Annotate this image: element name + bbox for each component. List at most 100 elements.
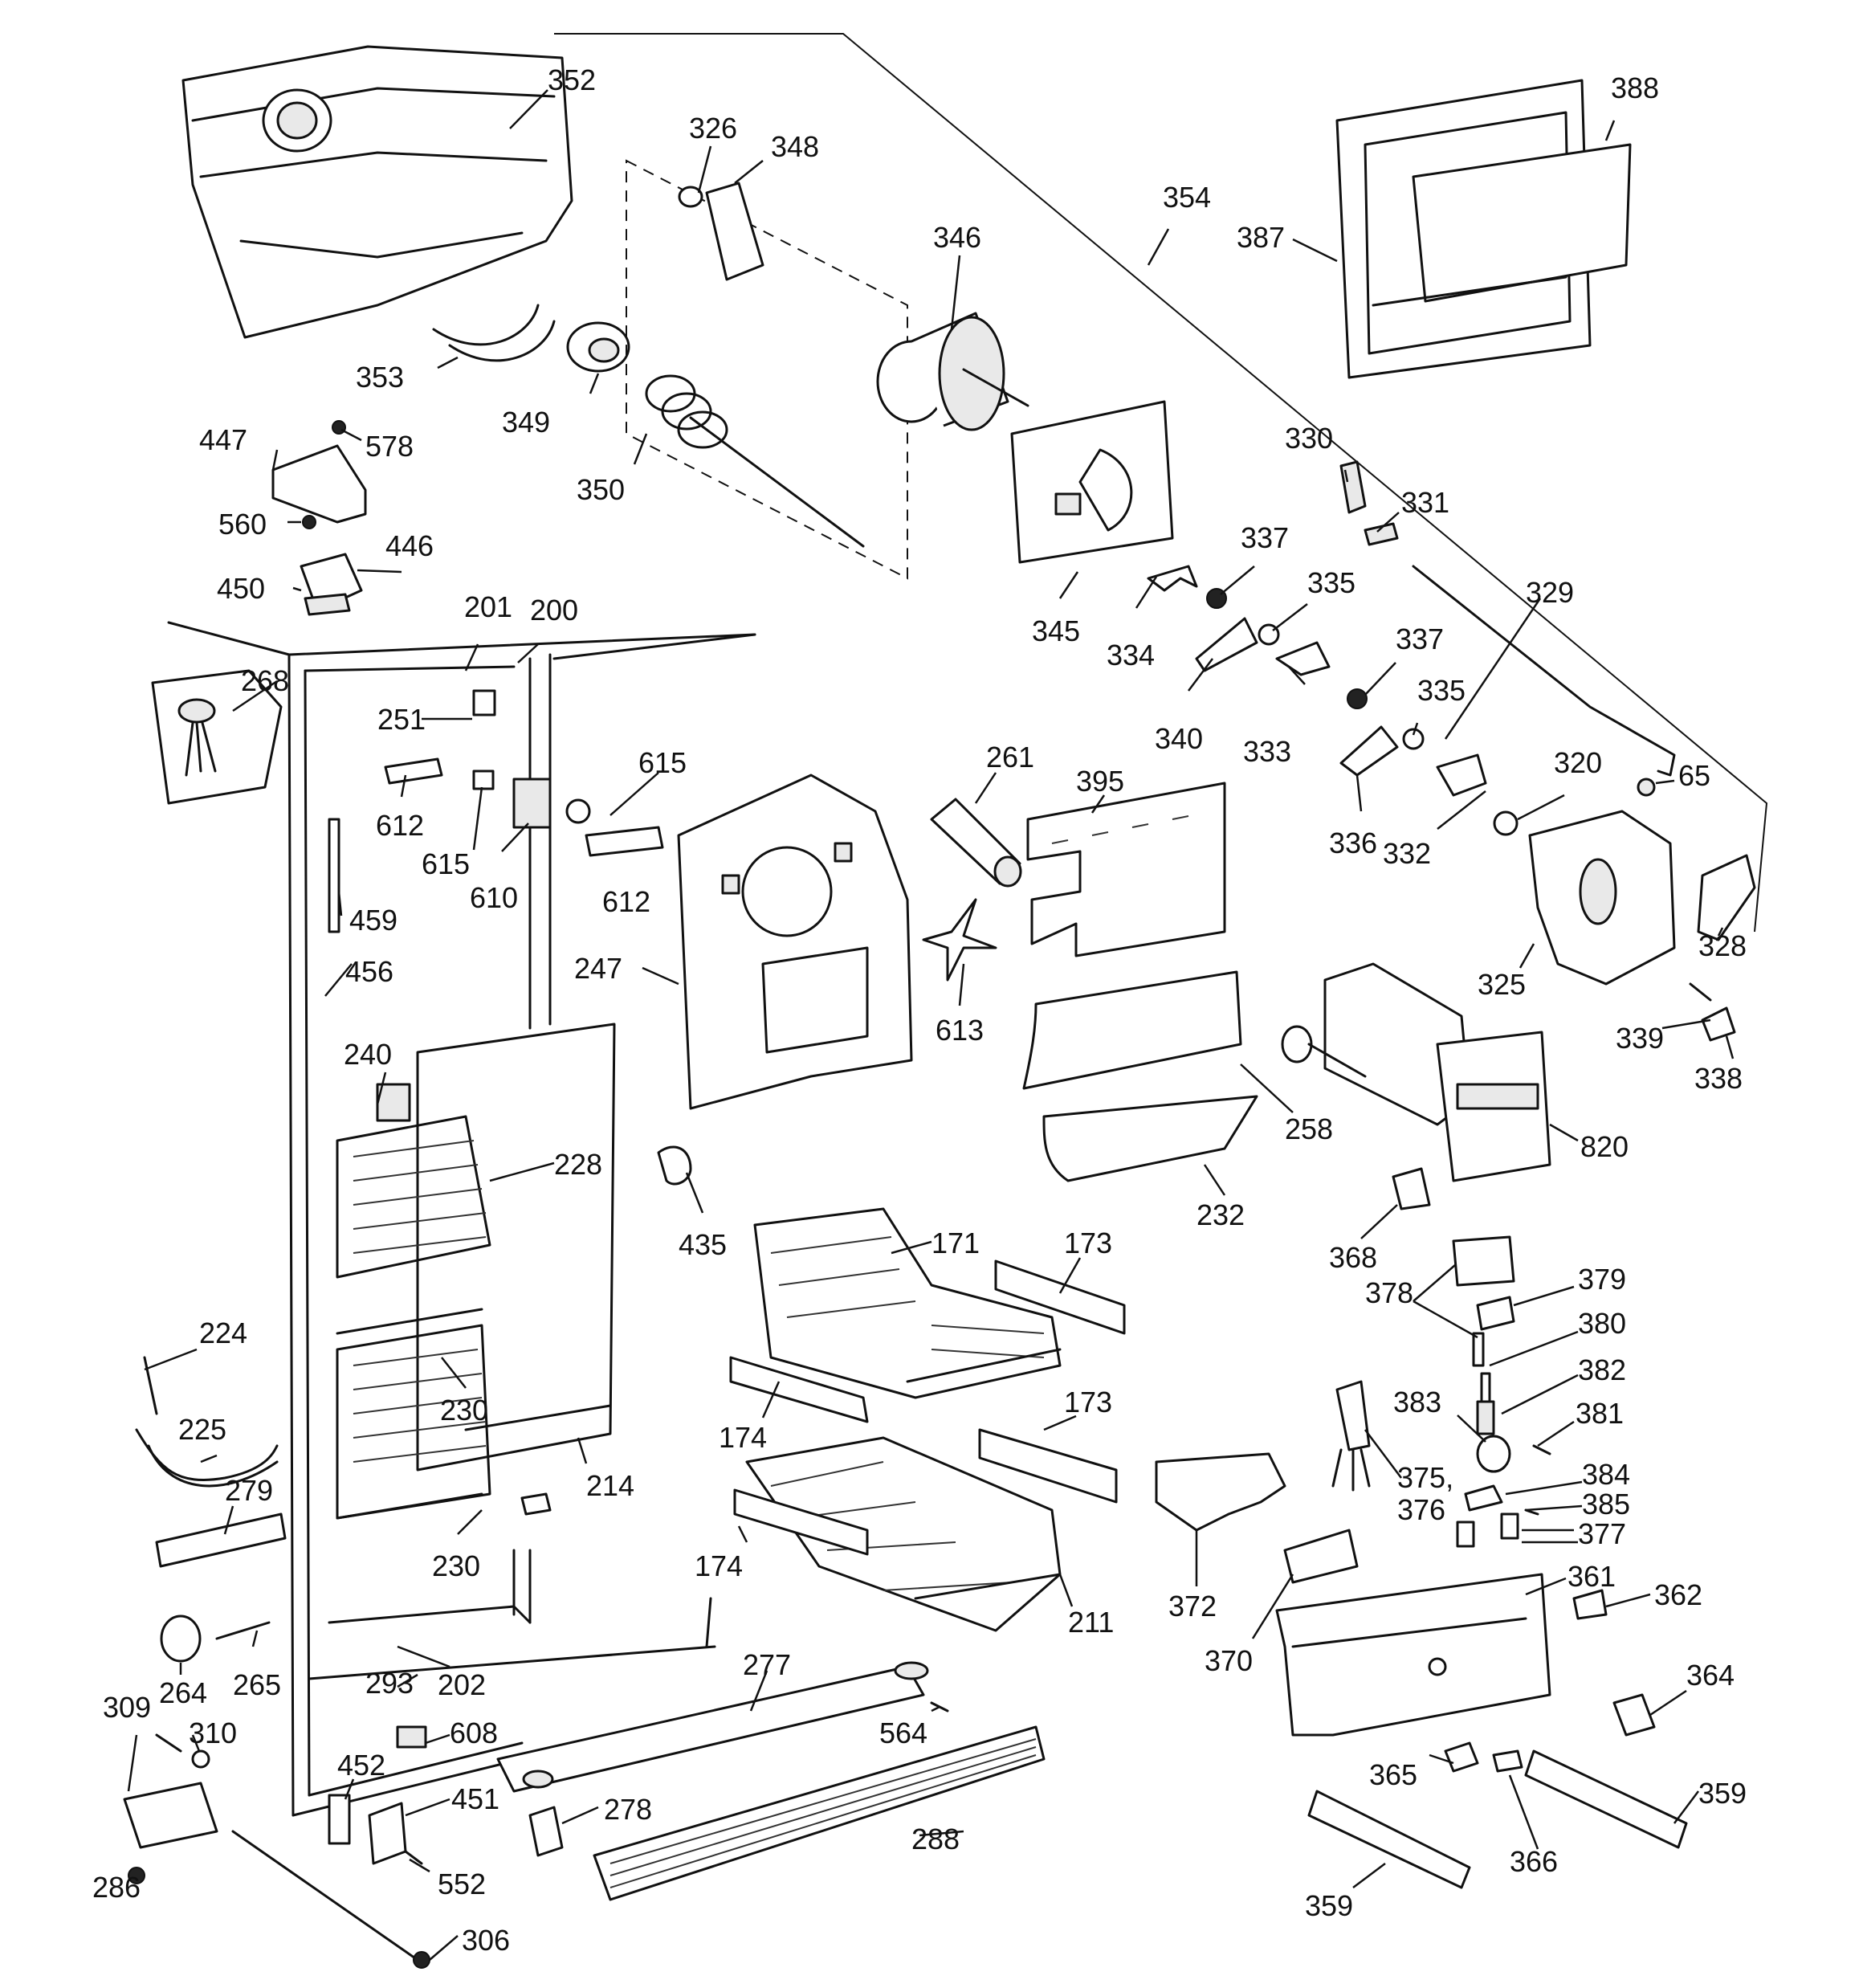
part-label-359b: 359 xyxy=(1305,1889,1353,1922)
part-label-354: 354 xyxy=(1163,181,1211,214)
part-label-339: 339 xyxy=(1616,1022,1664,1055)
part-label-326: 326 xyxy=(689,112,737,145)
part-label-353: 353 xyxy=(356,361,404,394)
part-label-338: 338 xyxy=(1694,1062,1743,1095)
basket-slides xyxy=(729,1259,1126,1556)
part-label-578: 578 xyxy=(365,430,414,463)
part-label-366: 366 xyxy=(1510,1845,1558,1878)
part-label-387: 387 xyxy=(1237,221,1285,254)
part-label-335b: 335 xyxy=(1417,674,1466,707)
part-label-337a: 337 xyxy=(1241,521,1289,554)
part-label-277: 277 xyxy=(743,1648,791,1681)
part-label-352: 352 xyxy=(548,63,596,96)
part-label-345: 345 xyxy=(1032,614,1080,647)
upper-freezer-basket xyxy=(753,1207,1062,1399)
part-label-201: 201 xyxy=(464,590,512,623)
part-label-310: 310 xyxy=(189,1717,237,1749)
part-label-378: 378 xyxy=(1365,1276,1413,1309)
part-label-372: 372 xyxy=(1168,1590,1217,1623)
part-label-459: 459 xyxy=(349,904,397,937)
part-label-286: 286 xyxy=(92,1871,141,1904)
part-label-362: 362 xyxy=(1654,1578,1702,1611)
part-label-388: 388 xyxy=(1611,71,1659,104)
control-housing-parts xyxy=(1155,1452,1688,1889)
bottom-hinge-parts xyxy=(123,1725,430,1969)
part-label-350: 350 xyxy=(577,473,625,506)
ice-crusher-drum xyxy=(876,312,1029,431)
part-number-labels: 352 326 348 346 354 388 387 353 349 350 … xyxy=(92,63,1747,1957)
ice-maker-linkage xyxy=(1147,460,1676,836)
part-label-247: 247 xyxy=(574,952,622,985)
part-label-380: 380 xyxy=(1578,1307,1626,1340)
part-label-368: 368 xyxy=(1329,1241,1377,1274)
part-label-251: 251 xyxy=(377,703,426,736)
part-label-452: 452 xyxy=(337,1749,385,1782)
part-label-230a: 230 xyxy=(440,1394,488,1427)
part-label-450: 450 xyxy=(217,572,265,605)
part-label-335a: 335 xyxy=(1307,566,1355,599)
part-label-214: 214 xyxy=(586,1469,634,1502)
duct-tube xyxy=(930,798,1022,888)
part-label-451: 451 xyxy=(451,1782,499,1815)
part-label-348: 348 xyxy=(771,130,819,163)
small-left-parts xyxy=(384,757,692,1516)
part-label-264: 264 xyxy=(159,1676,207,1709)
cover-panel xyxy=(1026,782,1226,957)
part-label-383: 383 xyxy=(1393,1386,1441,1419)
part-label-171: 171 xyxy=(932,1227,980,1259)
leader-lines xyxy=(127,89,1735,1961)
part-label-211: 211 xyxy=(1068,1606,1114,1639)
part-label-331: 331 xyxy=(1401,486,1449,519)
part-label-608: 608 xyxy=(450,1717,498,1749)
part-label-346: 346 xyxy=(933,221,981,254)
part-label-174b: 174 xyxy=(695,1549,743,1582)
drain-parts xyxy=(135,1356,287,1663)
part-label-336: 336 xyxy=(1329,827,1377,859)
fan-blade xyxy=(922,898,997,982)
part-label-375: 375, xyxy=(1397,1461,1453,1494)
mounting-plate xyxy=(1010,400,1174,564)
ice-maker-assembly xyxy=(1281,962,1551,1182)
part-label-200: 200 xyxy=(530,594,578,627)
part-label-456: 456 xyxy=(345,955,393,988)
toe-grille-parts xyxy=(496,1661,1046,1901)
part-label-288: 288 xyxy=(911,1823,960,1855)
part-label-379: 379 xyxy=(1578,1263,1626,1296)
part-label-333: 333 xyxy=(1243,735,1291,768)
fan-shroud xyxy=(677,774,913,1110)
part-label-560: 560 xyxy=(218,508,267,541)
part-label-447: 447 xyxy=(199,423,247,456)
part-label-328: 328 xyxy=(1698,929,1747,962)
part-label-359a: 359 xyxy=(1698,1777,1747,1810)
part-label-370: 370 xyxy=(1205,1644,1253,1677)
part-label-65: 65 xyxy=(1678,759,1710,792)
part-label-332: 332 xyxy=(1383,837,1431,870)
dispenser-recess-part xyxy=(1335,79,1632,379)
part-label-612a: 612 xyxy=(376,809,424,842)
part-label-384: 384 xyxy=(1582,1458,1630,1491)
lower-covers xyxy=(1022,970,1258,1182)
part-label-279: 279 xyxy=(225,1474,273,1507)
part-label-173b: 173 xyxy=(1064,1386,1112,1419)
hinge-bracket-parts xyxy=(271,420,367,616)
auger-parts xyxy=(566,159,908,580)
part-label-337b: 337 xyxy=(1396,623,1444,655)
part-label-261: 261 xyxy=(986,741,1034,774)
part-label-293: 293 xyxy=(365,1667,414,1700)
part-label-268: 268 xyxy=(241,664,289,697)
part-label-615a: 615 xyxy=(638,746,687,779)
part-label-278: 278 xyxy=(604,1793,652,1826)
part-label-820: 820 xyxy=(1580,1130,1629,1163)
part-label-385: 385 xyxy=(1582,1488,1630,1521)
part-label-329: 329 xyxy=(1526,576,1574,609)
part-label-395: 395 xyxy=(1076,765,1124,798)
part-label-365: 365 xyxy=(1369,1758,1417,1791)
part-label-306: 306 xyxy=(462,1924,510,1957)
part-label-435: 435 xyxy=(679,1228,727,1261)
part-label-230b: 230 xyxy=(432,1549,480,1582)
part-label-613: 613 xyxy=(936,1014,984,1047)
part-label-232: 232 xyxy=(1196,1198,1245,1231)
part-label-382: 382 xyxy=(1578,1353,1626,1386)
part-label-309: 309 xyxy=(103,1691,151,1724)
